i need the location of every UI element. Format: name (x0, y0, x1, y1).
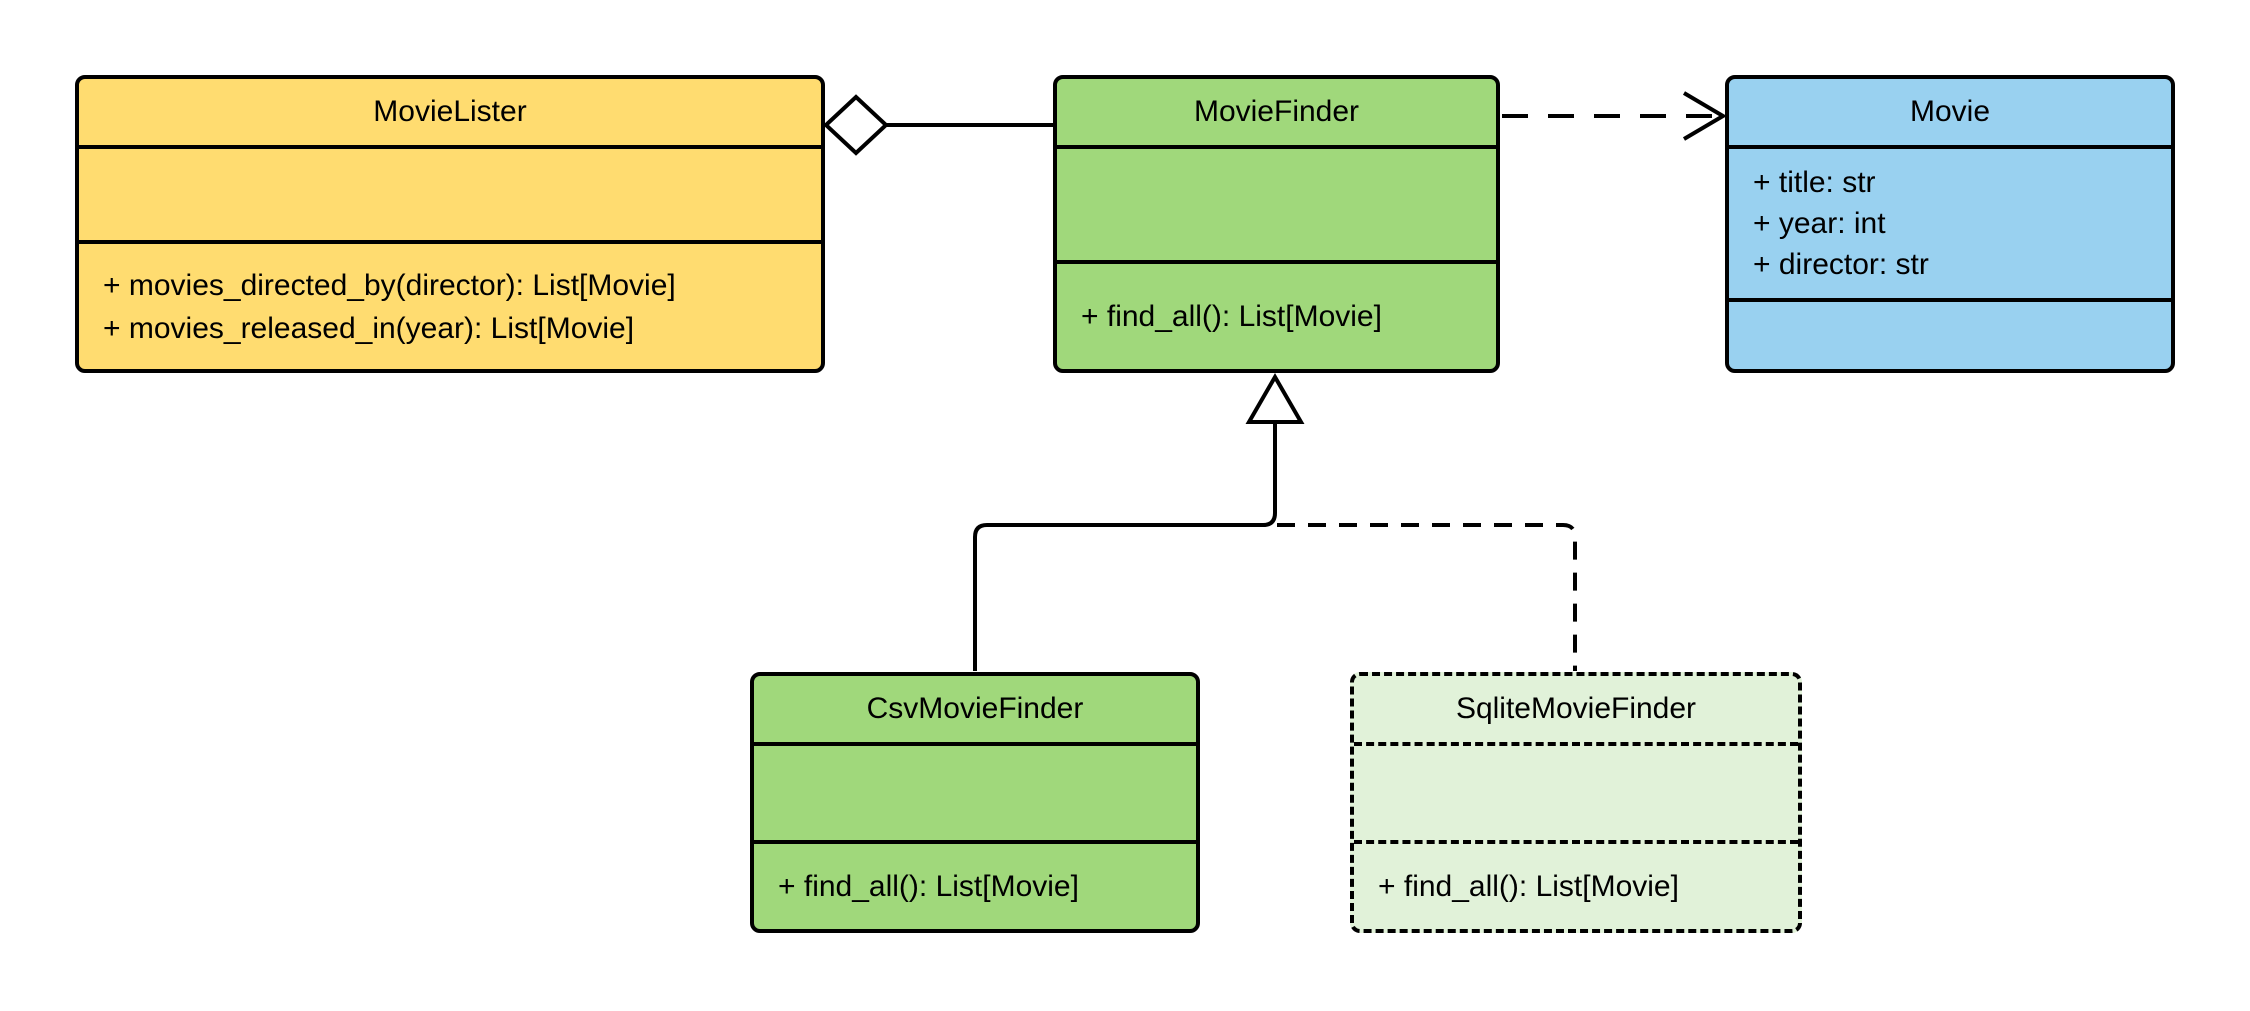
dependency-connector (1502, 91, 1727, 141)
methods-compartment (1729, 298, 2171, 369)
class-method: + movies_released_in(year): List[Movie] (103, 311, 635, 345)
class-title: CsvMovieFinder (866, 692, 1084, 725)
inheritance-connector-dashed (1277, 523, 1577, 671)
attributes-compartment (754, 742, 1196, 840)
methods-compartment: + find_all(): List[Movie] (1354, 840, 1798, 929)
class-attribute: + director: str (1753, 248, 1929, 281)
class-method: + find_all(): List[Movie] (778, 870, 1079, 903)
class-box-movie: Movie + title: str + year: int + directo… (1725, 75, 2175, 373)
attributes-compartment: + title: str + year: int + director: str (1729, 145, 2171, 298)
class-title: Movie (1909, 95, 1991, 128)
attributes-compartment (1057, 145, 1496, 260)
class-attribute: + year: int (1753, 207, 1886, 240)
class-title: SqliteMovieFinder (1455, 692, 1697, 725)
attributes-compartment (79, 145, 821, 240)
class-box-sqlitemoviefinder: SqliteMovieFinder + find_all(): List[Mov… (1350, 672, 1802, 933)
aggregation-connector (823, 94, 1055, 156)
methods-compartment: + find_all(): List[Movie] (754, 840, 1196, 929)
methods-compartment: + movies_directed_by(director): List[Mov… (79, 240, 821, 369)
class-method: + find_all(): List[Movie] (1378, 870, 1679, 903)
inheritance-connector-solid (973, 421, 1277, 671)
class-title: MovieFinder (1193, 95, 1360, 128)
inheritance-triangle-icon (1245, 373, 1305, 424)
attributes-compartment (1354, 742, 1798, 840)
class-box-movielister: MovieLister + movies_directed_by(directo… (75, 75, 825, 373)
class-box-moviefinder: MovieFinder + find_all(): List[Movie] (1053, 75, 1500, 373)
methods-compartment: + find_all(): List[Movie] (1057, 260, 1496, 369)
aggregation-diamond-icon (823, 94, 889, 156)
class-method: + find_all(): List[Movie] (1081, 300, 1382, 333)
class-method: + movies_directed_by(director): List[Mov… (103, 268, 676, 302)
class-box-csvmoviefinder: CsvMovieFinder + find_all(): List[Movie] (750, 672, 1200, 933)
class-title: MovieLister (373, 95, 527, 128)
dependency-arrowhead-icon (1682, 91, 1727, 141)
class-attribute: + title: str (1753, 166, 1876, 199)
